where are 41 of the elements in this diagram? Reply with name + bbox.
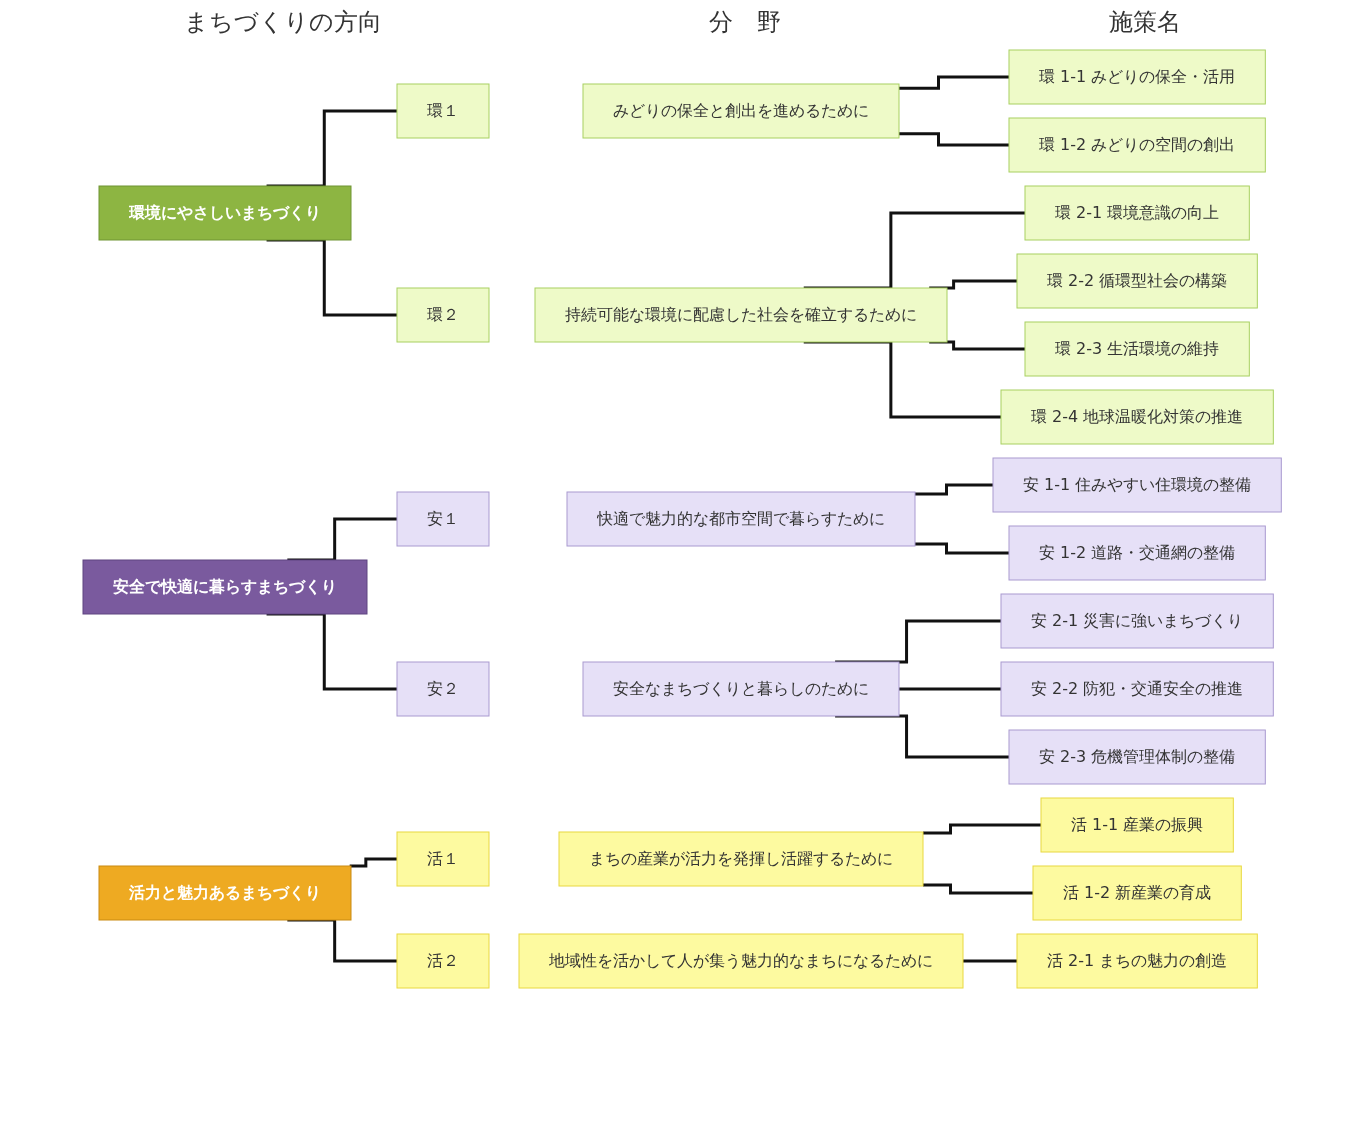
node-box: 安全で快適に暮らすまちづくり (82, 559, 368, 615)
node-box: 安 2-2 防犯・交通安全の推進 (1000, 661, 1275, 717)
connector (899, 687, 1002, 691)
column-heading: 施策名 (1109, 7, 1182, 38)
node-box: 安 2-1 災害に強いまちづくり (1000, 593, 1275, 649)
connector (915, 542, 1010, 555)
connector (963, 959, 1018, 963)
node-box: 環 2-2 循環型社会の構築 (1016, 253, 1259, 309)
node-box: 活１ (396, 831, 490, 887)
node-box: 環 2-4 地球温暖化対策の推進 (1000, 389, 1275, 445)
node-box: 環１ (396, 83, 490, 139)
node-box: 安全なまちづくりと暮らしのために (582, 661, 900, 717)
node-box: 環境にやさしいまちづくり (98, 185, 352, 241)
node-box: 活２ (396, 933, 490, 989)
node-box: 安２ (396, 661, 490, 717)
connector (923, 883, 1034, 895)
node-box: 安１ (396, 491, 490, 547)
connector (923, 823, 1042, 835)
node-box: 安 1-1 住みやすい住環境の整備 (992, 457, 1283, 513)
node-box: まちの産業が活力を発揮し活躍するために (558, 831, 924, 887)
node-box: 環 2-1 環境意識の向上 (1024, 185, 1251, 241)
node-box: 環 2-3 生活環境の維持 (1024, 321, 1251, 377)
node-box: 環２ (396, 287, 490, 343)
node-box: 地域性を活かして人が集う魅力的なまちになるために (518, 933, 964, 989)
node-box: 活力と魅力あるまちづくり (98, 865, 352, 921)
node-box: 環 1-2 みどりの空間の創出 (1008, 117, 1267, 173)
node-box: 活 1-1 産業の振興 (1040, 797, 1235, 853)
column-heading: 分 野 (709, 7, 782, 38)
node-box: 持続可能な環境に配慮した社会を確立するために (534, 287, 948, 343)
column-heading: まちづくりの方向 (183, 7, 382, 38)
connector (899, 75, 1010, 90)
node-box: 安 1-2 道路・交通網の整備 (1008, 525, 1267, 581)
connector (899, 132, 1010, 147)
node-box: 活 1-2 新産業の育成 (1032, 865, 1243, 921)
node-box: 環 1-1 みどりの保全・活用 (1008, 49, 1267, 105)
connector (350, 857, 398, 868)
node-box: 快適で魅力的な都市空間で暮らすために (566, 491, 916, 547)
node-box: 安 2-3 危機管理体制の整備 (1008, 729, 1267, 785)
connector (915, 483, 994, 496)
node-box: みどりの保全と創出を進めるために (582, 83, 900, 139)
node-box: 活 2-1 まちの魅力の創造 (1016, 933, 1259, 989)
